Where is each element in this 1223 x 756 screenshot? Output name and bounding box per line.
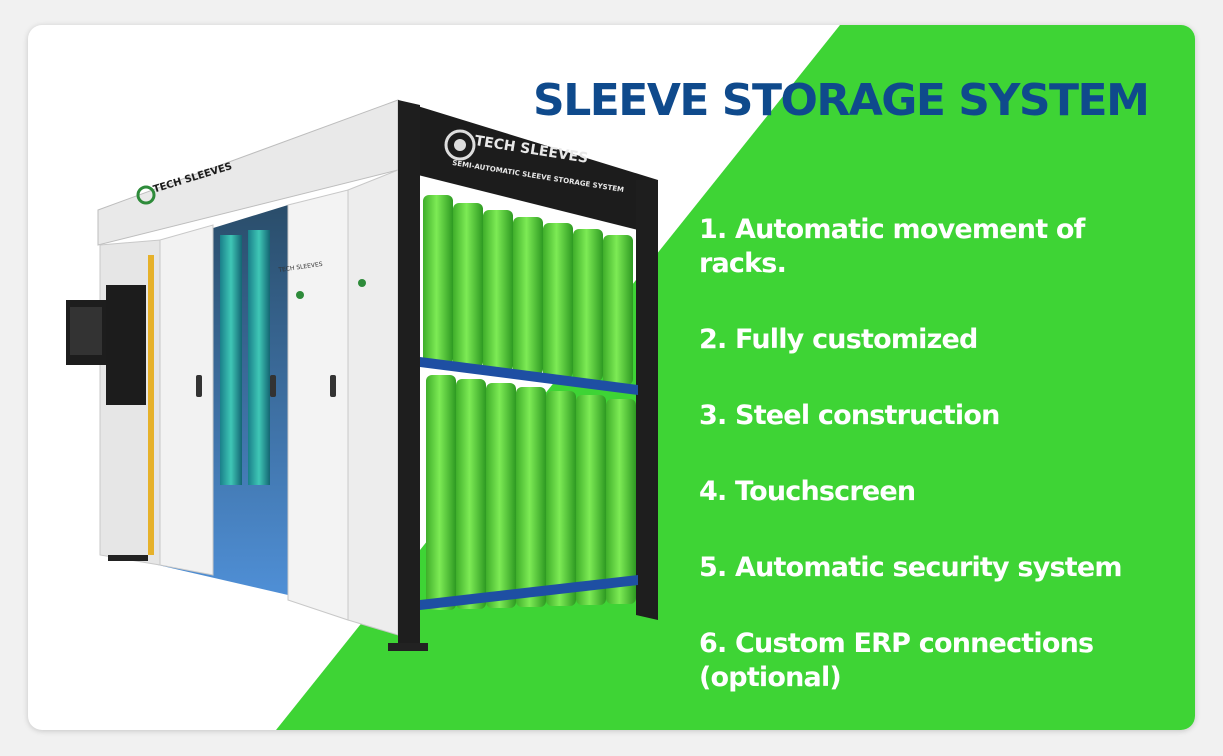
tech-sleeves-logo-icon bbox=[444, 129, 476, 161]
tech-sleeves-small-logo-icon bbox=[136, 185, 156, 205]
slide-card: TECH SLEEVES SEMI-AUTOMATIC SLEEVE STORA… bbox=[28, 25, 1195, 730]
page-title: SLEEVE STORAGE SYSTEM bbox=[533, 75, 1150, 126]
feature-item-3: 3. Steel construction bbox=[699, 400, 1000, 431]
feature-item-5: 5. Automatic security system bbox=[699, 552, 1123, 583]
sleeve-storage-machine-illustration bbox=[66, 99, 658, 651]
feature-list: 1. Automatic movement of racks. 2. Fully… bbox=[699, 213, 1169, 730]
green-sleeves-upper bbox=[423, 195, 633, 385]
feature-item-1: 1. Automatic movement of racks. bbox=[699, 214, 1085, 279]
feature-item-6: 6. Custom ERP connections (optional) bbox=[699, 628, 1094, 693]
green-sleeves-lower bbox=[426, 375, 636, 610]
feature-item-4: 4. Touchscreen bbox=[699, 476, 916, 507]
feature-item-2: 2. Fully customized bbox=[699, 324, 978, 355]
